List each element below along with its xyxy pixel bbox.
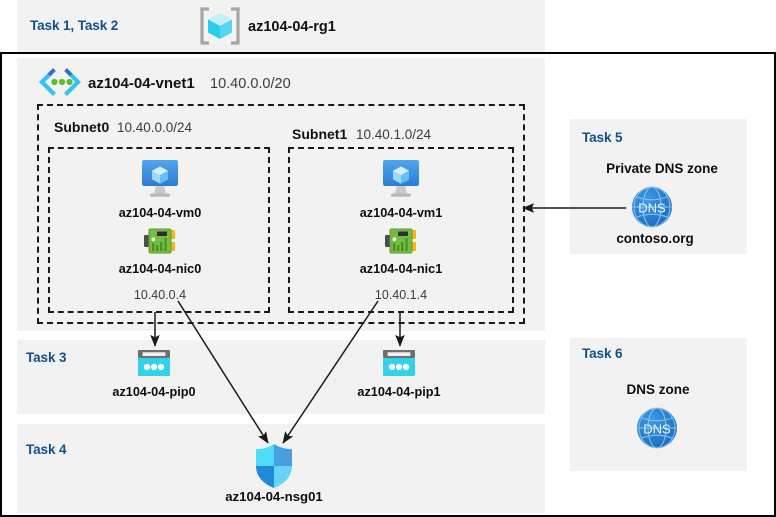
private-dns-name: contoso.org [616, 231, 694, 246]
nsg-label: az104-04-nsg01 [225, 489, 323, 504]
subnet-0-name: Subnet0 [54, 119, 110, 135]
resource-group-panel [17, 0, 545, 52]
task-label-1-2: Task 1, Task 2 [30, 18, 119, 33]
nic-0-label: az104-04-nic0 [118, 262, 202, 276]
private-dns-heading: Private DNS zone [606, 161, 718, 176]
public-dns-heading: DNS zone [626, 382, 690, 397]
vm-0-label: az104-04-vm0 [118, 206, 202, 220]
nic-1-private-ip: 10.40.1.4 [374, 288, 428, 302]
nic-1-label: az104-04-nic1 [359, 262, 443, 276]
virtual-machine-icon [136, 158, 184, 200]
public-ip-address-icon [134, 348, 174, 382]
resource-group-name: az104-04-rg1 [248, 19, 336, 35]
dns-zone-icon: DNS [629, 184, 675, 230]
nic-0-private-ip: 10.40.0.4 [133, 288, 187, 302]
subnets-container [37, 104, 525, 324]
subnet-0-box [48, 147, 270, 313]
network-security-group-icon [252, 442, 296, 490]
public-ip-address-icon [379, 348, 419, 382]
resource-group-icon [198, 6, 242, 46]
task-label-3: Task 3 [26, 350, 67, 365]
public-dns-panel [570, 338, 747, 471]
task-label-5: Task 5 [582, 130, 623, 145]
subnet-1-box [288, 147, 514, 313]
svg-text:DNS: DNS [643, 421, 671, 436]
vm-1-label: az104-04-vm1 [359, 206, 443, 220]
network-interface-icon [383, 226, 419, 258]
dns-zone-icon: DNS [634, 405, 680, 451]
network-interface-icon [142, 226, 178, 258]
virtual-network-icon [38, 68, 82, 96]
subnet-0-prefix: 10.40.0.0/24 [117, 120, 193, 135]
vnet-name: az104-04-vnet1 [88, 75, 195, 92]
subnet-1-prefix: 10.40.1.0/24 [356, 127, 432, 142]
vnet-address-space: 10.40.0.0/20 [210, 76, 291, 92]
pip-1-label: az104-04-pip1 [357, 385, 441, 399]
virtual-machine-icon [377, 158, 425, 200]
private-dns-panel [570, 119, 747, 254]
public-ip-panel [17, 340, 545, 414]
task-label-6: Task 6 [582, 346, 623, 361]
subnet-1-name: Subnet1 [292, 126, 348, 142]
virtual-network-panel [17, 58, 545, 331]
task-label-4: Task 4 [26, 442, 67, 457]
pip-0-label: az104-04-pip0 [112, 385, 196, 399]
svg-text:DNS: DNS [638, 200, 666, 215]
